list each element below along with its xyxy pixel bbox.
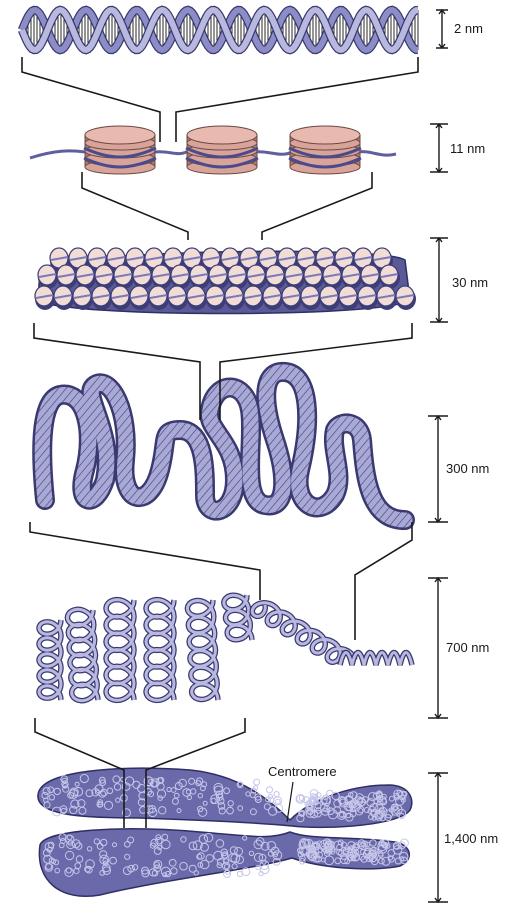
nucleosome <box>84 126 156 174</box>
scale-bar-1400nm: 1,400 nm <box>428 773 498 902</box>
scale-bar-11nm: 11 nm <box>430 124 485 172</box>
scale-label-300nm: 300 nm <box>446 461 489 476</box>
centromere-label: Centromere <box>268 764 337 779</box>
scale-bar-700nm: 700 nm <box>428 578 489 718</box>
scale-bars: 2 nm 11 nm 30 nm 300 nm 700 nm 1,400 nm <box>428 10 498 902</box>
scale-label-2nm: 2 nm <box>454 21 483 36</box>
scale-label-700nm: 700 nm <box>446 640 489 655</box>
condensed-coils <box>39 595 412 701</box>
scale-label-1400nm: 1,400 nm <box>444 831 498 846</box>
scale-label-30nm: 30 nm <box>452 275 488 290</box>
scale-bar-300nm: 300 nm <box>428 416 489 522</box>
solenoid-fiber <box>35 248 416 314</box>
nucleosome <box>186 126 258 174</box>
scale-label-11nm: 11 nm <box>450 141 485 156</box>
scale-bar-2nm: 2 nm <box>436 10 483 48</box>
nucleosome-fiber <box>30 126 396 174</box>
connector-nucleosome-solenoid <box>82 172 372 240</box>
nucleosome <box>289 126 361 174</box>
dna-double-helix <box>22 10 418 50</box>
scale-bar-30nm: 30 nm <box>430 238 488 322</box>
looped-domains <box>42 372 405 520</box>
metaphase-chromosome <box>38 768 412 896</box>
